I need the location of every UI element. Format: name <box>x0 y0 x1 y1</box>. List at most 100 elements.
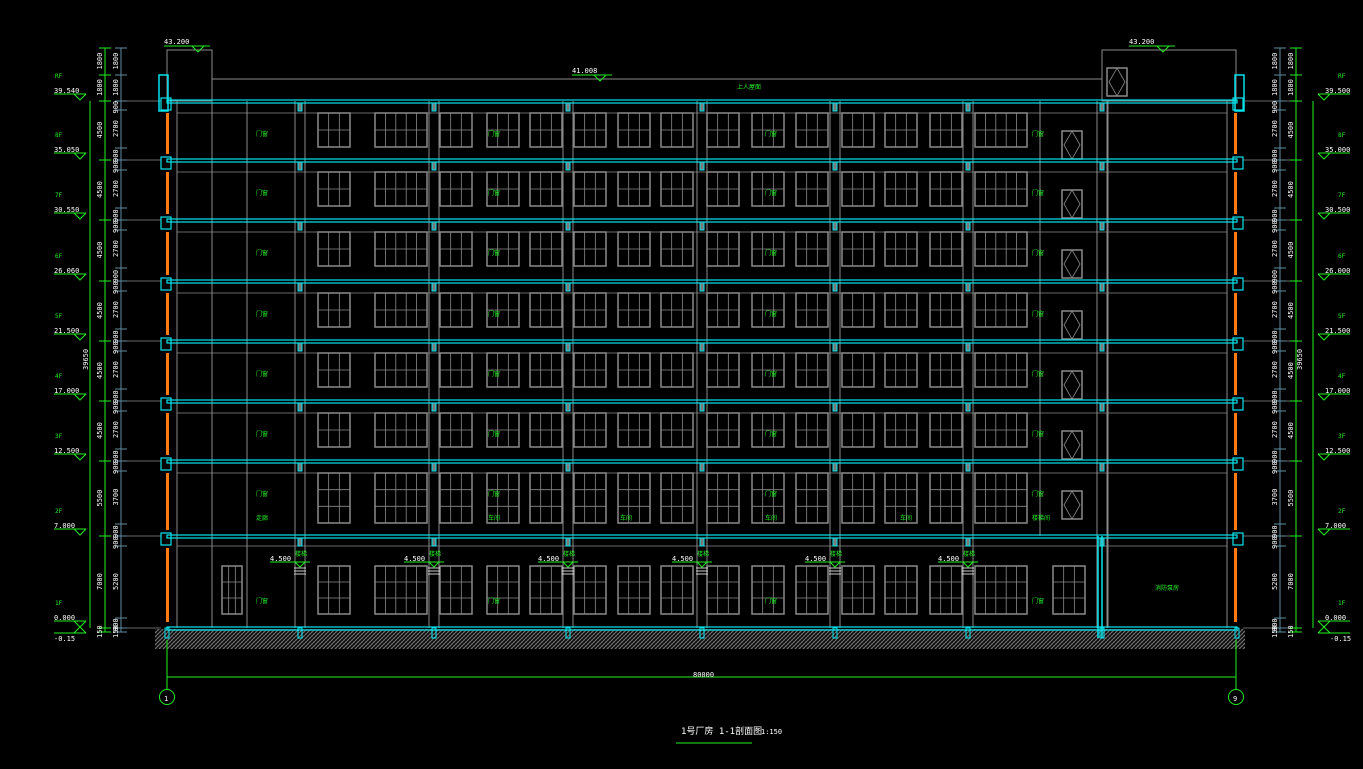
floor-name-right: 6F <box>1338 253 1346 260</box>
brick-wall-right <box>1234 473 1237 530</box>
floor-level-right: 21.500 <box>1325 327 1350 335</box>
room-tag: 门窗 <box>488 430 500 438</box>
room-tag: 门窗 <box>256 249 268 257</box>
window <box>929 472 963 524</box>
inner-dim-label: 900 <box>1271 618 1279 631</box>
level-mark-tag: 楼梯 <box>295 550 307 558</box>
floor-level-right: 17.000 <box>1325 387 1350 395</box>
inner-dim-label: 900 <box>1271 536 1279 549</box>
room-tag: 门窗 <box>256 370 268 378</box>
drawing-scale: 1:150 <box>761 728 782 736</box>
window <box>751 412 785 448</box>
room-tag: 门窗 <box>765 490 777 498</box>
beam <box>832 537 838 547</box>
window <box>660 472 694 524</box>
floor-name-left: 2F <box>55 508 63 515</box>
edge-beam-left <box>160 156 172 170</box>
floor-level-triangle-left <box>73 453 87 461</box>
room-tag: 门窗 <box>765 430 777 438</box>
inner-dim-label: 900 <box>112 390 120 403</box>
room-tag: 门窗 <box>256 189 268 197</box>
window <box>795 472 829 524</box>
beam <box>297 537 303 547</box>
inner-dim-label: 2700 <box>112 301 120 318</box>
floor-level-triangle-right <box>1317 393 1331 401</box>
beam <box>297 221 303 231</box>
window <box>974 352 1028 388</box>
level-mark-tag: 楼梯 <box>429 550 441 558</box>
wall-lines <box>115 49 1295 629</box>
floor-name-right: 5F <box>1338 313 1346 320</box>
footing <box>1234 627 1240 639</box>
window <box>660 112 694 148</box>
floor-name-right: 8F <box>1338 132 1346 139</box>
floor-level-triangle-right <box>1317 152 1331 160</box>
door <box>1061 130 1083 160</box>
beam <box>965 161 971 171</box>
level-triangle <box>294 561 306 568</box>
beam <box>1099 462 1105 472</box>
window <box>374 112 428 148</box>
level-mark: 4.500 <box>538 555 559 563</box>
window <box>529 231 563 267</box>
window <box>617 112 651 148</box>
edge-beam-right <box>1232 156 1244 170</box>
inner-dim-label: 900 <box>112 341 120 354</box>
brick-wall-left <box>166 113 169 154</box>
level-mark: 4.500 <box>938 555 959 563</box>
inner-dim-label: 2700 <box>112 421 120 438</box>
floor-level-left: 35.050 <box>54 146 79 154</box>
window <box>529 292 563 328</box>
beam <box>565 282 571 292</box>
window <box>841 472 875 524</box>
room-tag: 门窗 <box>765 189 777 197</box>
beam <box>431 282 437 292</box>
stair-tower-right <box>1101 49 1237 102</box>
beam <box>297 102 303 112</box>
window <box>795 112 829 148</box>
window <box>529 472 563 524</box>
floor-slabs <box>158 74 1245 639</box>
floor-level-triangle-left <box>73 393 87 401</box>
beam <box>431 537 437 547</box>
room-tag: 门窗 <box>488 310 500 318</box>
window <box>706 472 740 524</box>
inner-dim-label: 900 <box>112 618 120 631</box>
level-mark: 4.500 <box>805 555 826 563</box>
outer-dim-label: 1800 <box>1287 79 1295 96</box>
window <box>486 412 520 448</box>
window <box>841 352 875 388</box>
inner-dim-label: 900 <box>112 401 120 414</box>
beam <box>297 342 303 352</box>
floor-level-left: 21.500 <box>54 327 79 335</box>
ground-level-left: -0.15 <box>54 635 75 643</box>
window <box>317 472 351 524</box>
inner-dim-label: 2700 <box>1271 180 1279 197</box>
inner-dim-label: 1800 <box>112 53 120 70</box>
beam <box>699 342 705 352</box>
window <box>751 352 785 388</box>
room-tag: 门窗 <box>488 189 500 197</box>
beam <box>297 161 303 171</box>
window <box>795 171 829 207</box>
window <box>974 231 1028 267</box>
inner-dim-label: 900 <box>112 220 120 233</box>
edge-beam-right <box>1232 397 1244 411</box>
window <box>660 412 694 448</box>
inner-dim-label: 1800 <box>1271 53 1279 70</box>
window <box>374 171 428 207</box>
window <box>439 472 473 524</box>
beam <box>965 462 971 472</box>
edge-beam-left <box>160 532 172 546</box>
window <box>974 171 1028 207</box>
floor-name-right: RF <box>1338 73 1346 80</box>
brick-wall-left <box>166 232 169 275</box>
floor-level-right: 0.000 <box>1325 614 1346 622</box>
beam <box>832 102 838 112</box>
floor-level-left: 12.500 <box>54 447 79 455</box>
window <box>706 565 740 615</box>
window <box>660 565 694 615</box>
beam <box>565 221 571 231</box>
outer-dim-label: 7000 <box>96 573 104 590</box>
window <box>374 565 428 615</box>
